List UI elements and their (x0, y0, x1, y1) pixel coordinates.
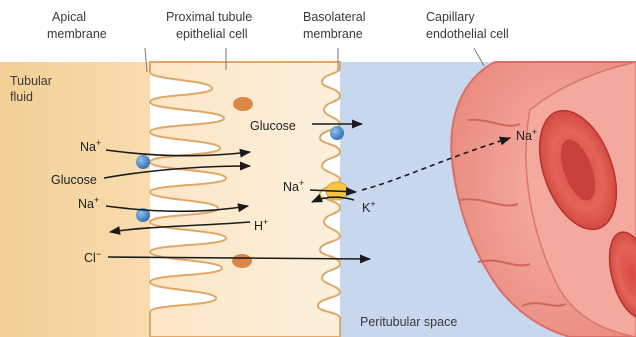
proximal-tubule-label: Proximal tubule (166, 10, 252, 24)
capillary-label: Capillary (426, 10, 475, 24)
tubular-fluid-label: Tubular (10, 74, 52, 88)
basolateral-label: Basolateral (303, 10, 366, 24)
glucose-transporter-basolateral (330, 126, 344, 140)
na-glucose-cotransporter (136, 155, 150, 169)
tubular-fluid-label: fluid (10, 90, 33, 104)
proximal-tubule-label: epithelial cell (176, 27, 248, 41)
apical-label: membrane (47, 27, 107, 41)
junction-protein (233, 97, 253, 111)
cl-channel (232, 254, 252, 268)
capillary-label: endothelial cell (426, 27, 509, 41)
basolateral-label: membrane (303, 27, 363, 41)
glucose-label-apical: Glucose (51, 173, 97, 187)
peritubular-space-label: Peritubular space (360, 315, 457, 329)
glucose-label-basolateral: Glucose (250, 119, 296, 133)
apical-label: Apical (52, 10, 86, 24)
